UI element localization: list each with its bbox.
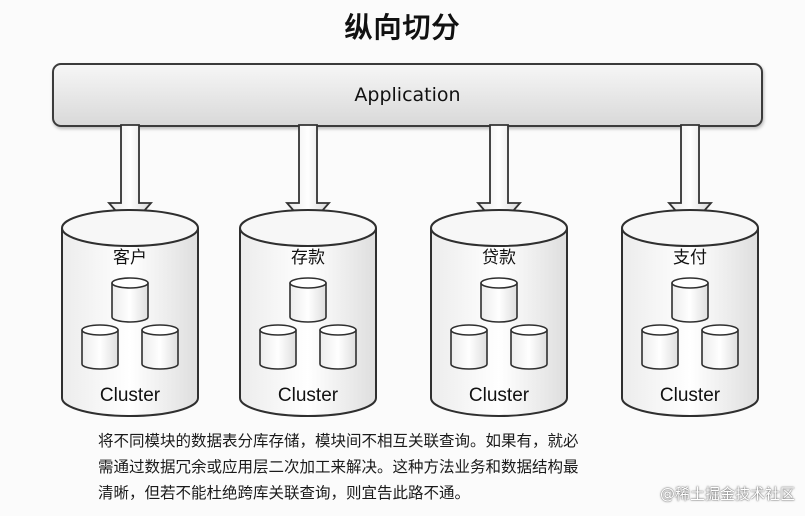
- db-cylinder-icon-3-right: [510, 324, 548, 370]
- description-line-2: 需通过数据冗余或应用层二次加工来解决。这种方法业务和数据结构最: [98, 458, 579, 476]
- cluster-3: 贷款 Cluster: [430, 124, 568, 417]
- db-cylinder-icon-4-top: [671, 277, 709, 323]
- cluster-2: 存款 Cluster: [239, 124, 377, 417]
- db-cylinder-icon-3-left: [450, 324, 488, 370]
- cluster-name-1: 客户: [113, 248, 147, 268]
- db-cylinder-icon-1-right: [141, 324, 179, 370]
- description-line-3: 清晰，但若不能杜绝跨库关联查询，则宜告此路不通。: [98, 484, 471, 502]
- db-cylinder-icon-1-left: [81, 324, 119, 370]
- cluster-4: 支付 Cluster: [621, 124, 759, 417]
- cluster-label-2: Cluster: [278, 385, 339, 406]
- cluster-name-3: 贷款: [482, 248, 516, 268]
- cluster-label-4: Cluster: [660, 385, 721, 406]
- application-label: Application: [354, 84, 461, 106]
- cluster-cylinder-top-3: [430, 209, 568, 247]
- cluster-label-3: Cluster: [469, 385, 530, 406]
- cluster-name-4: 支付: [673, 248, 707, 268]
- cluster-diagram: 客户 Cluster 存款 Cluster 贷款 Cluster 支付 Cluster: [61, 124, 759, 417]
- cluster-cylinder-top-2: [239, 209, 377, 247]
- db-cylinder-icon-2-top: [289, 277, 327, 323]
- db-cylinder-icon-4-right: [701, 324, 739, 370]
- cluster-cylinder-top-1: [61, 209, 199, 247]
- cluster-label-1: Cluster: [100, 385, 161, 406]
- db-cylinder-icon-2-left: [259, 324, 297, 370]
- cluster-name-2: 存款: [291, 248, 325, 268]
- diagram-title: 纵向切分: [344, 11, 461, 44]
- cluster-1: 客户 Cluster: [61, 124, 199, 417]
- description-line-1: 将不同模块的数据表分库存储，模块间不相互关联查询。如果有，就必: [98, 432, 579, 450]
- db-cylinder-icon-2-right: [319, 324, 357, 370]
- db-cylinder-icon-3-top: [480, 277, 518, 323]
- cluster-cylinder-top-4: [621, 209, 759, 247]
- watermark: @稀土掘金技术社区: [659, 485, 795, 503]
- db-cylinder-icon-4-left: [641, 324, 679, 370]
- description-text: 将不同模块的数据表分库存储，模块间不相互关联查询。如果有，就必 需通过数据冗余或…: [98, 428, 738, 506]
- application-box: Application: [52, 63, 763, 127]
- db-cylinder-icon-1-top: [111, 277, 149, 323]
